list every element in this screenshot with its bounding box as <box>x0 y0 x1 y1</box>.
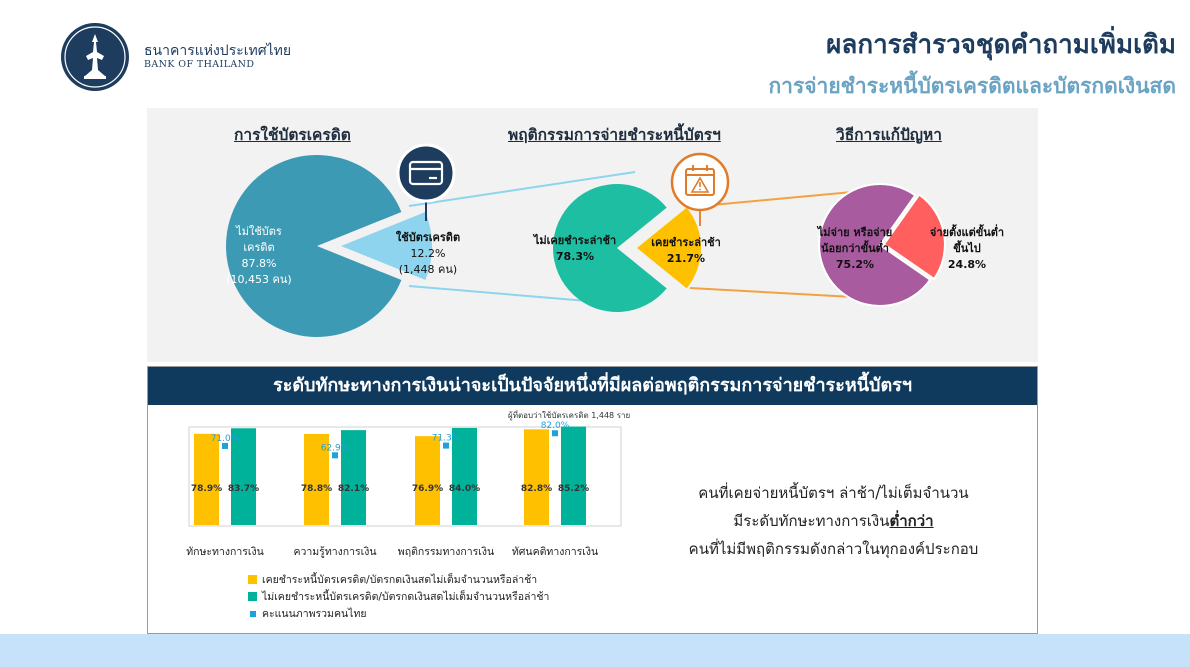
marker-thai-average-3 <box>552 430 558 437</box>
bar-chart: 71.0% 78.9% 83.7% ทักษะทางการเงิน 62.9% 78.8%… <box>186 421 622 558</box>
conclusion-text: คนที่เคยจ่ายหนี้บัตรฯ ล่าช้า/ไม่เต็มจำนว… <box>688 484 979 558</box>
bank-name-th: ธนาคารแห่งประเทศไทย <box>144 43 292 59</box>
legend-item-never-late: ไม่เคยชำระหนี้บัตรเครดิต/บัตรกดเงินสดไม่… <box>248 588 549 605</box>
bar-never-late-2 <box>452 427 477 525</box>
bar-late-2 <box>415 436 440 525</box>
page-title: ผลการสำรวจชุดคำถามเพิ่มเติม <box>826 30 1176 60</box>
label-pay-minimum: จ่ายตั้งแต่ขั้นต่ำ ขึ้นไป 24.8% <box>929 226 1005 271</box>
category-label-3: ทัศนคติทางการเงิน <box>512 546 598 558</box>
pie-slice-use-card <box>341 211 433 281</box>
pie-slice-pay-minimum <box>882 193 946 281</box>
pie-slice-not-use-card <box>226 155 402 337</box>
calendar-warning-icon <box>670 152 730 226</box>
legend-swatch-marker <box>250 610 256 617</box>
financial-literacy-panel: ระดับทักษะทางการเงินน่าจะเป็นปัจจัยหนึ่ง… <box>147 366 1038 634</box>
label-late: เคยชำระล่าช้า 21.7% <box>651 236 721 265</box>
emphasis-lower: ต่ำกว่า <box>889 512 934 530</box>
page-subtitle: การจ่ายชำระหนี้บัตรเครดิตและบัตรกดเงินสด <box>768 74 1176 98</box>
category-label-1: ความรู้ทางการเงิน <box>293 546 376 558</box>
marker-label-0: 71.0% <box>211 434 240 444</box>
bar-label-never-late-2: 84.0% <box>449 484 480 494</box>
bar-label-never-late-3: 85.2% <box>558 484 589 494</box>
chart-note: ผู้ที่ตอบว่าใช้บัตรเครดิต 1,448 ราย <box>508 411 631 420</box>
bank-emblem-icon <box>61 23 129 91</box>
legend-swatch-yellow <box>248 575 257 584</box>
pie-charts <box>226 143 946 337</box>
bar-label-late-1: 78.8% <box>301 484 332 494</box>
legend-item-thai-average: คะแนนภาพรวมคนไทย <box>248 605 549 622</box>
legend-item-late: เคยชำระหนี้บัตรเครดิต/บัตรกดเงินสดไม่เต็… <box>248 571 549 588</box>
bar-label-late-2: 76.9% <box>412 484 443 494</box>
category-label-0: ทักษะทางการเงิน <box>186 546 264 558</box>
credit-card-icon <box>396 143 456 221</box>
bar-never-late-3 <box>561 426 586 525</box>
marker-label-2: 71.3% <box>432 434 461 444</box>
pie-slice-never-late <box>553 184 667 312</box>
header: ธนาคารแห่งประเทศไทย BANK OF THAILAND ผลก… <box>0 0 1190 108</box>
section-title-card-use: การใช้บัตรเครดิต <box>234 126 351 144</box>
marker-thai-average-2 <box>443 442 449 449</box>
bar-label-late-3: 82.8% <box>521 484 552 494</box>
bar-late-1 <box>304 433 329 525</box>
bar-label-never-late-0: 83.7% <box>228 484 259 494</box>
label-not-pay: ไม่จ่าย หรือจ่าย น้อยกว่าขั้นต่ำ 75.2% <box>817 226 893 271</box>
label-never-late: ไม่เคยชำระล่าช้า 78.3% <box>533 234 617 263</box>
finding-banner: ระดับทักษะทางการเงินน่าจะเป็นปัจจัยหนึ่ง… <box>148 367 1037 405</box>
marker-label-3: 82.0% <box>541 421 570 431</box>
bar-label-late-0: 78.9% <box>191 484 222 494</box>
label-use-card: ใช้บัตรเครดิต 12.2% (1,448 คน) <box>395 231 461 276</box>
marker-thai-average-1 <box>332 452 338 459</box>
bar-late-3 <box>524 429 549 525</box>
label-not-use-card: ไม่ใช้บัตร เครดิต 87.8% (10,453 คน) <box>226 225 292 286</box>
pie-slice-not-pay <box>818 183 932 307</box>
bank-name-en: BANK OF THAILAND <box>144 59 255 70</box>
bar-late-0 <box>194 433 219 525</box>
marker-label-1: 62.9% <box>321 443 350 453</box>
chart-legend: เคยชำระหนี้บัตรเครดิต/บัตรกดเงินสดไม่เต็… <box>248 571 549 622</box>
survey-overview-panel: การใช้บัตรเครดิต พฤติกรรมการจ่ายชำระหนี้… <box>147 108 1038 362</box>
footer-band <box>0 634 1190 667</box>
connector-upper-blue <box>408 171 636 207</box>
section-title-payment-behavior: พฤติกรรมการจ่ายชำระหนี้บัตรฯ <box>508 126 721 144</box>
bar-label-never-late-1: 82.1% <box>338 484 369 494</box>
category-label-2: พฤติกรรมทางการเงิน <box>398 546 494 558</box>
legend-swatch-green <box>248 592 257 601</box>
section-title-solution: วิธีการแก้ปัญหา <box>836 126 942 144</box>
bar-never-late-0 <box>231 428 256 525</box>
bar-never-late-1 <box>341 430 366 525</box>
pie-slice-late <box>637 207 702 289</box>
marker-thai-average-0 <box>222 442 228 449</box>
